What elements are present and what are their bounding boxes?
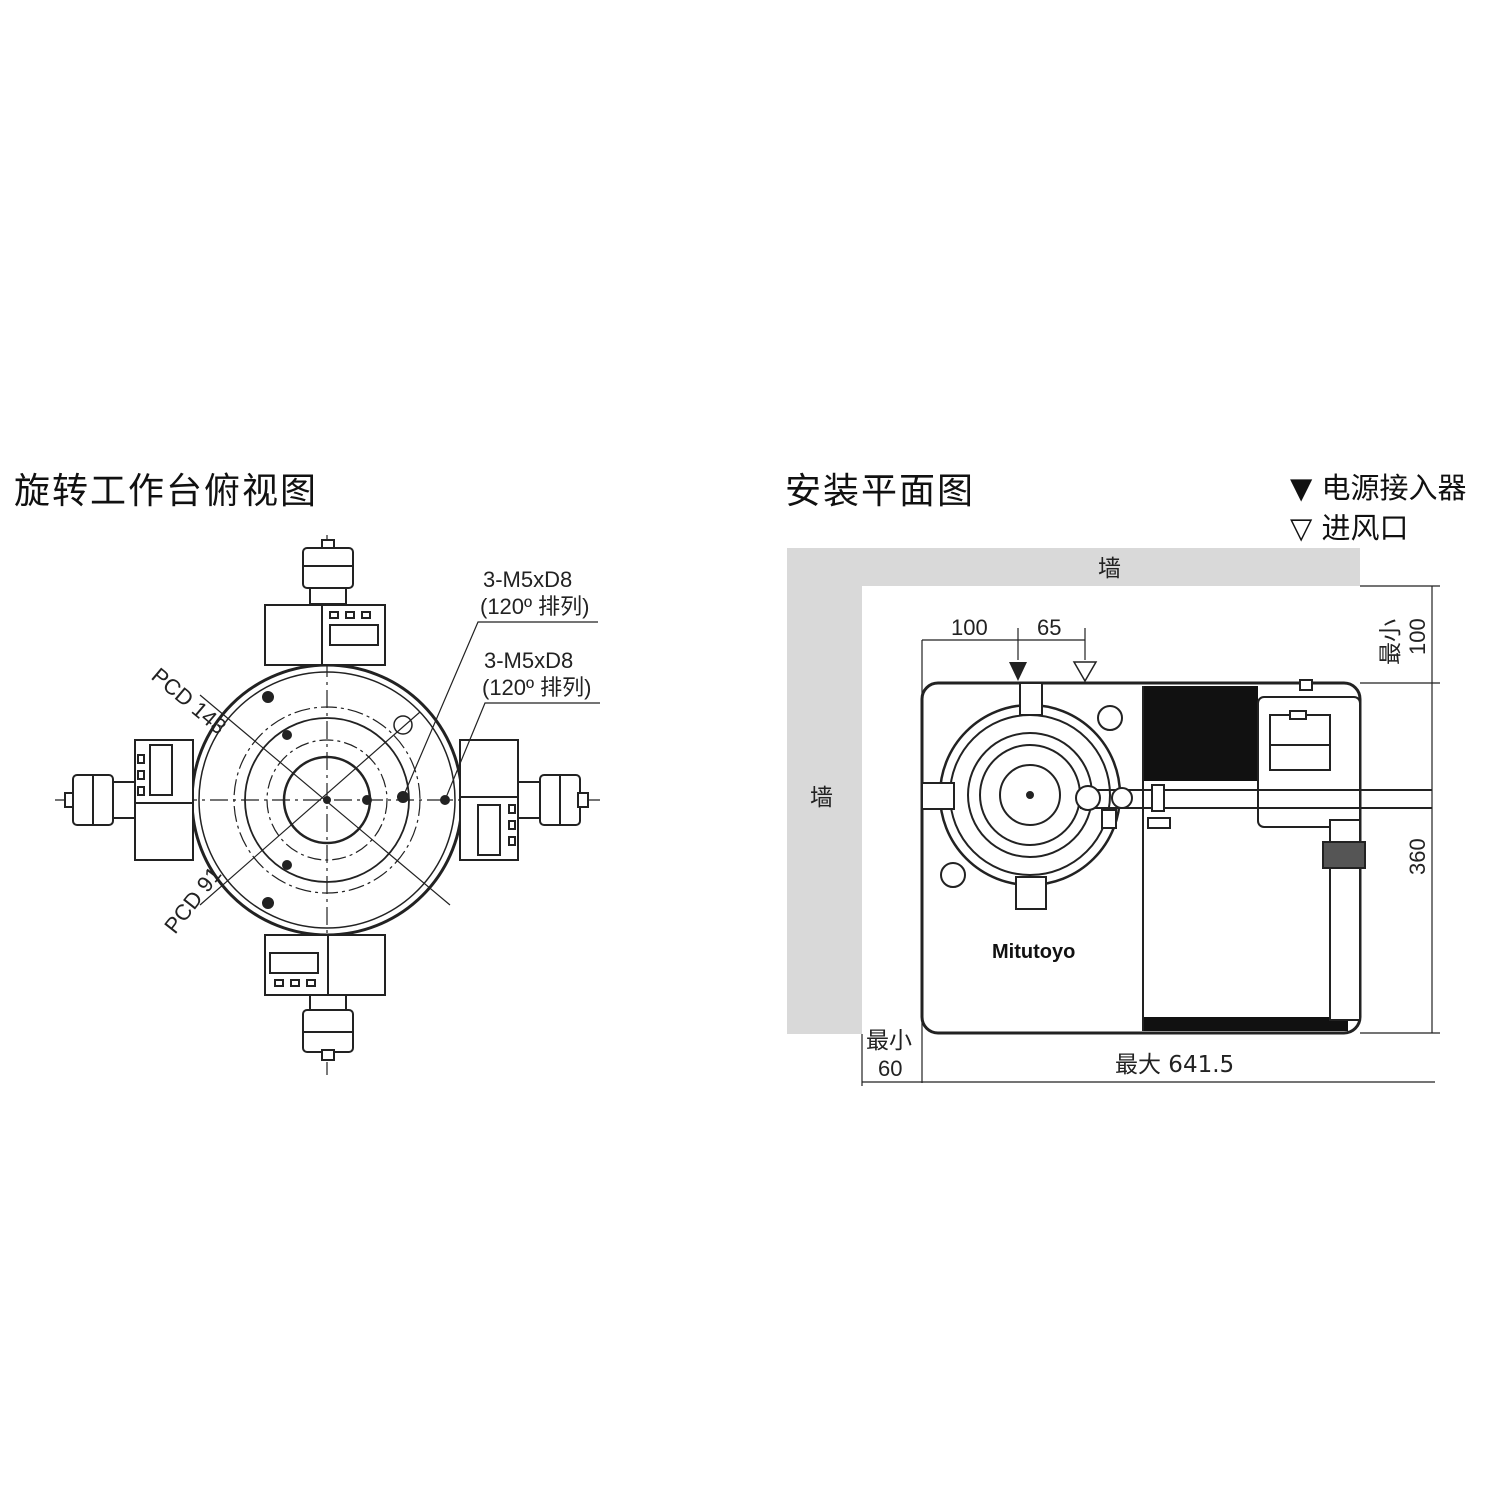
micrometer-head-bottom — [264, 934, 386, 1061]
left-panel-title: 旋转工作台俯视图 — [14, 471, 319, 512]
right-labels: 墙 墙 100 65 最小 100 360 最小 60 最大 641.5 — [810, 556, 1430, 1081]
hole-pcd143-c — [262, 897, 274, 909]
pcd-143-label: PCD 143 — [147, 663, 231, 740]
dim-offset-air: 65 — [1037, 615, 1061, 640]
pcd-91-label: PCD 91 — [159, 862, 226, 938]
dim-min-left-label: 最小 — [866, 1028, 912, 1054]
air-inlet-marker — [1072, 661, 1098, 683]
dim-min-left-value: 60 — [878, 1056, 902, 1081]
dim-min-top-value: 100 — [1405, 618, 1430, 655]
wall-region — [787, 548, 1360, 1034]
micrometer-head-top — [264, 539, 386, 666]
right-panel-title: 安装平面图 — [785, 471, 976, 512]
callout-leader-a — [402, 621, 598, 798]
hole-pcd143-b — [262, 691, 274, 703]
dim-offset-power: 100 — [951, 615, 988, 640]
dim-depth: 360 — [1405, 838, 1430, 875]
hole-pcd91-b — [282, 860, 292, 870]
pcd-91-circle — [266, 739, 388, 861]
installation-plan: Mitutoyo — [787, 548, 1440, 1086]
callout-b-line2: (120º 排列) — [482, 675, 592, 700]
rotary-table-top-view — [55, 535, 605, 1075]
hole-pcd91-c — [362, 795, 372, 805]
wall-top-label: 墙 — [1098, 556, 1121, 582]
callout-a-line2: (120º 排列) — [480, 594, 590, 619]
power-inlet-marker — [1009, 662, 1027, 681]
wall-left-label: 墙 — [810, 785, 833, 811]
pcd-143-circle — [233, 706, 421, 894]
micrometer-head-left — [64, 739, 194, 861]
legend-power-inlet: ▼ 电源接入器 — [1290, 471, 1467, 505]
dim-min-top-label: 最小 — [1378, 619, 1404, 665]
legend-air-inlet: ▽ 进风口 — [1290, 511, 1409, 545]
brand-logo: Mitutoyo — [992, 941, 1075, 963]
hole-pcd91-a — [282, 730, 292, 740]
callout-leader-b — [444, 702, 600, 801]
micrometer-head-right — [459, 739, 589, 861]
dim-max-width: 最大 641.5 — [1115, 1052, 1234, 1078]
callout-b-line1: 3-M5xD8 — [484, 648, 573, 673]
callout-a-line1: 3-M5xD8 — [483, 567, 572, 592]
